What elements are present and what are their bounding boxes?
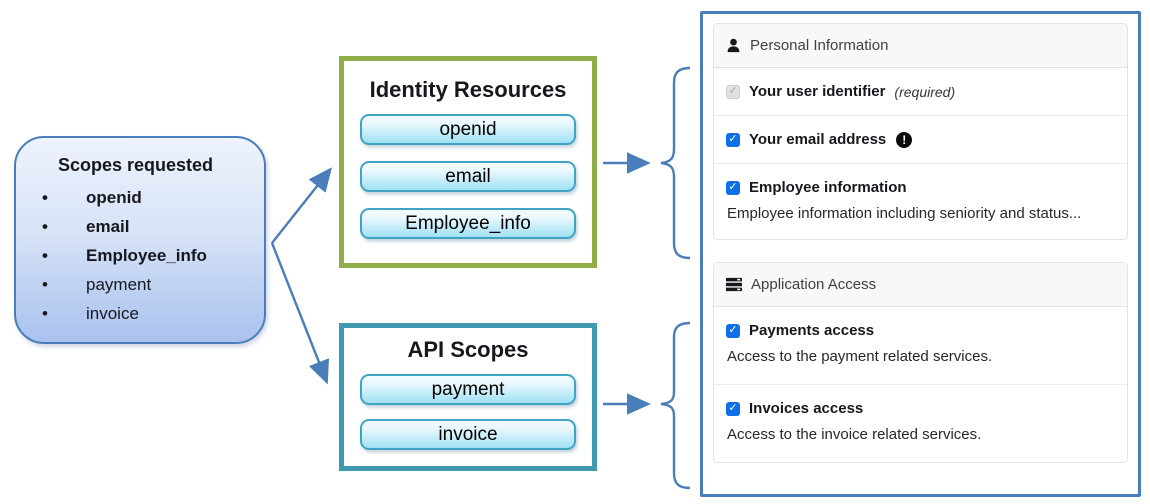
- checkbox-user-identifier: [726, 84, 740, 99]
- scope-pill-payment: payment: [360, 374, 576, 405]
- row-description: Access to the payment related services.: [727, 348, 993, 365]
- row-label: Payments access: [749, 322, 875, 339]
- checkbox-invoices-access[interactable]: [726, 401, 740, 416]
- personal-information-header: Personal Information: [714, 24, 1127, 68]
- user-icon: [726, 38, 741, 54]
- application-access-header: Application Access: [714, 263, 1127, 307]
- consent-row-invoices-access: Invoices access Access to the invoice re…: [714, 385, 1127, 462]
- scope-list-item: Employee_info: [40, 241, 246, 270]
- section-personal-information: Personal Information Your user identifie…: [713, 23, 1128, 240]
- scopes-requested-box: Scopes requested openid email Employee_i…: [14, 136, 266, 344]
- section-title: Application Access: [751, 276, 877, 293]
- row-label: Employee information: [749, 179, 907, 196]
- row-label: Your email address: [749, 131, 887, 148]
- required-note: (required): [894, 83, 956, 100]
- scope-pill-employee-info: Employee_info: [360, 208, 576, 239]
- scopes-requested-title: Scopes requested: [58, 155, 214, 175]
- consent-row-employee-information: Employee information Employee informatio…: [714, 164, 1127, 239]
- arrow-to-api-scopes: [270, 242, 330, 385]
- consent-row-user-identifier: Your user identifier (required): [714, 68, 1127, 116]
- checkbox-payments-access[interactable]: [726, 323, 740, 338]
- scope-pill-openid: openid: [360, 114, 576, 145]
- scope-list-item: payment: [40, 270, 246, 299]
- row-label: Invoices access: [749, 400, 864, 417]
- scope-pill-invoice: invoice: [360, 419, 576, 450]
- checkbox-email-address[interactable]: [726, 132, 740, 147]
- tasks-icon: [726, 277, 742, 292]
- checkbox-employee-information[interactable]: [726, 180, 740, 195]
- api-scopes-title: API Scopes: [407, 337, 529, 362]
- scope-list-item: invoice: [40, 299, 246, 328]
- identity-resources-box: Identity Resources openid email Employee…: [339, 56, 597, 268]
- section-title: Personal Information: [750, 37, 889, 54]
- api-scopes-box: API Scopes payment invoice: [339, 323, 597, 471]
- exclamation-circle-icon: [896, 131, 913, 148]
- scope-list-item: openid: [40, 183, 246, 212]
- consent-row-payments-access: Payments access Access to the payment re…: [714, 307, 1127, 385]
- consent-row-email-address: Your email address: [714, 116, 1127, 164]
- row-label: Your user identifier: [749, 83, 886, 100]
- identity-resources-title: Identity Resources: [369, 77, 567, 102]
- consent-panel: Personal Information Your user identifie…: [700, 11, 1141, 497]
- scope-list-item: email: [40, 212, 246, 241]
- section-application-access: Application Access Payments access Acces…: [713, 262, 1128, 463]
- brace-application-access: [660, 321, 691, 490]
- arrow-to-identity-resources: [271, 167, 332, 244]
- brace-personal-information: [660, 66, 691, 260]
- row-description: Employee information including seniority…: [727, 205, 1082, 222]
- scope-pill-email: email: [360, 161, 576, 192]
- row-description: Access to the invoice related services.: [727, 426, 982, 443]
